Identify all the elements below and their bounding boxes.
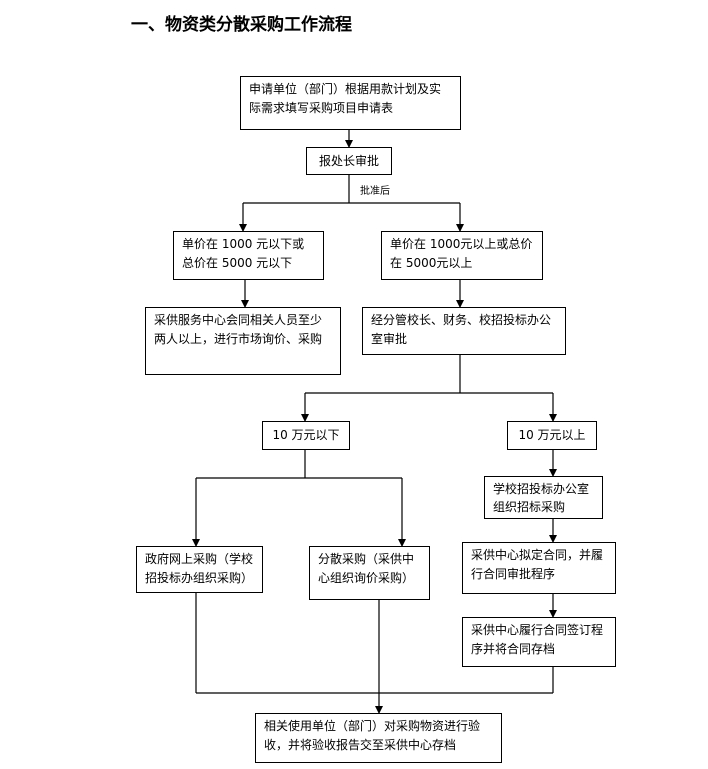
service-center-inquiry-box: 采供服务中心会同相关人员至少两人以上，进行市场询价、采购 <box>145 307 341 375</box>
page-title: 一、物资类分散采购工作流程 <box>131 15 352 35</box>
bidding-office-tender-box: 学校招投标办公室组织招标采购 <box>484 476 603 519</box>
dispersed-purchase-box: 分散采购（采供中心组织询价采购） <box>309 546 430 600</box>
apply-form-box: 申请单位（部门）根据用款计划及实际需求填写采购项目申请表 <box>240 76 461 130</box>
sign-contract-box: 采供中心履行合同签订程序并将合同存档 <box>462 617 616 667</box>
low-price-box: 单价在 1000 元以下或总价在 5000 元以下 <box>173 231 324 280</box>
below-100k-box: 10 万元以下 <box>262 421 350 450</box>
leader-approval-box: 经分管校长、财务、校招投标办公室审批 <box>362 307 566 355</box>
acceptance-box: 相关使用单位（部门）对采购物资进行验收，并将验收报告交至采供中心存档 <box>255 713 502 763</box>
draft-contract-box: 采供中心拟定合同，并履行合同审批程序 <box>462 542 616 594</box>
above-100k-box: 10 万元以上 <box>507 421 597 450</box>
head-approval-box: 报处长审批 <box>306 147 392 175</box>
gov-online-purchase-box: 政府网上采购（学校招投标办组织采购） <box>136 546 263 593</box>
high-price-box: 单价在 1000元以上或总价在 5000元以上 <box>381 231 543 280</box>
approved-note: 批准后 <box>360 186 390 197</box>
